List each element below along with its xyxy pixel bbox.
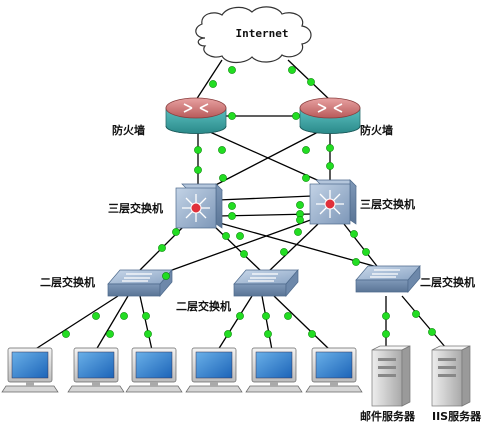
port-dot: [308, 330, 316, 338]
router-1-label: 防火墙: [112, 123, 145, 137]
l2-switch-3: [355, 265, 421, 293]
links-layer: [33, 59, 447, 351]
server-iis-label: IIS服务器: [432, 409, 482, 423]
port-dot: [296, 216, 304, 224]
pc-computer: [305, 347, 363, 393]
server-mail-label: 邮件服务器: [360, 409, 416, 423]
port-dot: [209, 80, 217, 88]
port-dot: [228, 212, 236, 220]
port-dot: [412, 310, 420, 318]
port-dot: [219, 174, 227, 182]
l3-switch-2: [309, 179, 357, 225]
l2-switch-2-label: 二层交换机: [176, 299, 231, 313]
port-dot: [284, 312, 292, 320]
link-s1-a2: [213, 225, 263, 273]
port-dot: [302, 146, 310, 154]
port-dot: [228, 66, 236, 74]
router-firewall-2: [299, 97, 361, 134]
port-dot: [352, 258, 360, 266]
server-mail: [371, 345, 411, 407]
port-dot: [307, 78, 315, 86]
port-dot: [280, 248, 288, 256]
l2-switch-3-label: 二层交换机: [420, 275, 475, 289]
port-dot: [224, 330, 232, 338]
port-dot: [158, 244, 166, 252]
link-internet-r1: [195, 59, 223, 101]
l3-switch-1-label: 三层交换机: [108, 201, 163, 215]
port-dot: [228, 112, 236, 120]
port-dot: [144, 330, 152, 338]
l3-switch-1: [175, 183, 223, 229]
port-dots-layer: [62, 66, 436, 338]
port-dot: [264, 330, 272, 338]
router-arrows-icon: [183, 103, 209, 113]
port-dot: [350, 230, 358, 238]
port-dot: [326, 162, 334, 170]
port-dot: [92, 312, 100, 320]
port-dot: [120, 312, 128, 320]
cloud-label: Internet: [236, 27, 289, 40]
port-dot: [288, 66, 296, 74]
router-arrows-icon: [317, 103, 343, 113]
pc-computer: [185, 347, 243, 393]
pc-computer: [245, 347, 303, 393]
l2-switch-2: [233, 269, 299, 297]
router-2-label: 防火墙: [360, 123, 393, 137]
internet-cloud: Internet: [195, 6, 312, 64]
link-s2-a3: [343, 223, 381, 271]
link-a2-pc6: [273, 295, 331, 351]
link-s1-s2-a: [217, 195, 313, 201]
cloud-icon: [195, 6, 312, 64]
l3-switch-2-label: 三层交换机: [360, 197, 415, 211]
port-dot: [236, 312, 244, 320]
port-dot: [428, 328, 436, 336]
port-dot: [218, 146, 226, 154]
port-dot: [362, 248, 370, 256]
port-dot: [142, 312, 150, 320]
port-dot: [292, 112, 300, 120]
link-s2-a1: [149, 217, 317, 279]
port-dot: [106, 330, 114, 338]
pc-computer: [67, 347, 125, 393]
link-a1-pc3: [139, 295, 153, 351]
port-dot: [382, 330, 390, 338]
l2-switch-1: [107, 269, 173, 297]
pc-group: [1, 347, 363, 393]
link-s1-a3: [215, 221, 389, 271]
port-dot: [240, 250, 248, 258]
port-dot: [228, 202, 236, 210]
port-dot: [296, 201, 304, 209]
port-dot: [162, 272, 170, 280]
port-dot: [326, 144, 334, 152]
port-dot: [194, 166, 202, 174]
port-dot: [194, 146, 202, 154]
port-dot: [172, 228, 180, 236]
switch-arrows-icon: [248, 273, 278, 282]
router-firewall-1: [165, 97, 227, 134]
link-a1-pc2: [95, 295, 129, 351]
link-a2-pc4: [217, 295, 253, 351]
port-dot: [236, 232, 244, 240]
switch-arrows-icon: [370, 269, 400, 278]
link-a1-pc1: [33, 295, 119, 351]
port-dot: [382, 312, 390, 320]
link-a3-iis: [401, 295, 447, 349]
port-dot: [294, 228, 302, 236]
switch-arrows-icon: [122, 273, 152, 282]
pc-computer: [125, 347, 183, 393]
server-iis: [431, 345, 471, 407]
link-a2-pc5: [261, 295, 273, 351]
l2-switch-1-label: 二层交换机: [40, 275, 95, 289]
port-dot: [302, 174, 310, 182]
port-dot: [62, 330, 70, 338]
link-s2-a2: [267, 223, 319, 273]
port-dot: [222, 232, 230, 240]
port-dot: [262, 312, 270, 320]
pc-computer: [1, 347, 59, 393]
